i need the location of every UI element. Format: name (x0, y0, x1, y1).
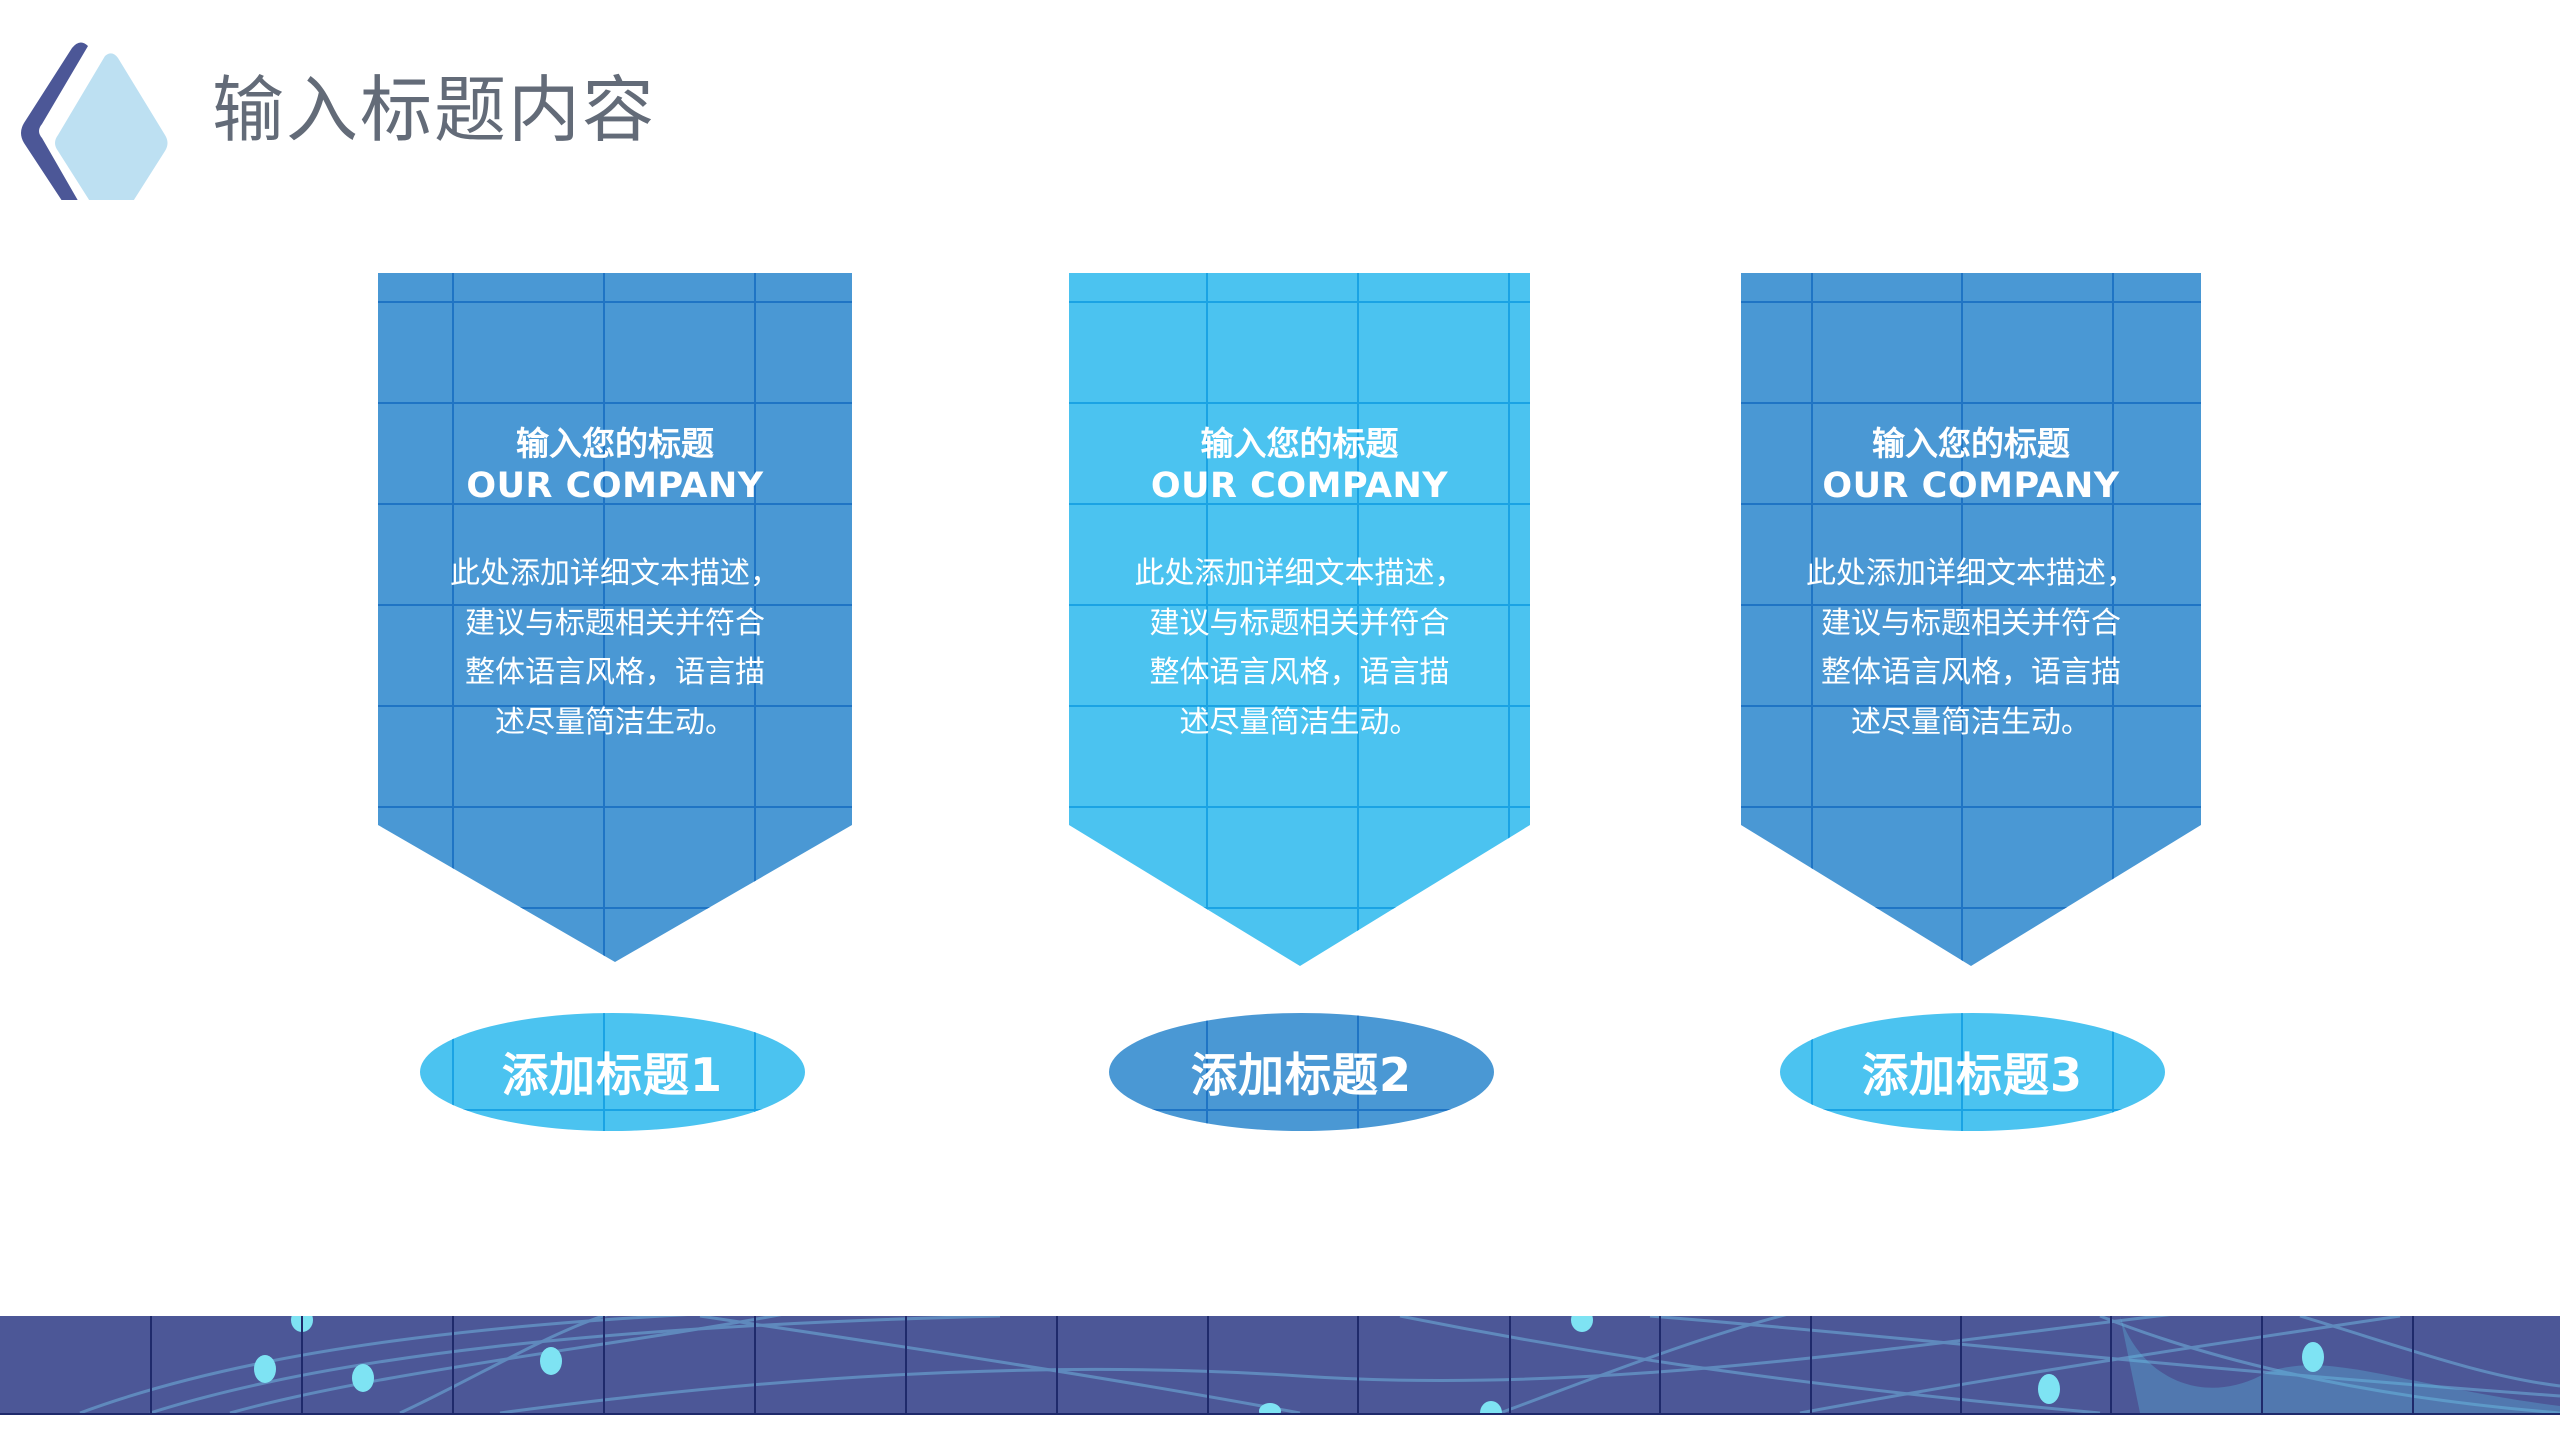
card-1-body-line: 述尽量简洁生动。 (495, 704, 735, 740)
card-3-body-line: 整体语言风格，语言描 (1821, 655, 2121, 690)
pill-label-2: 添加标题2 (1190, 1048, 1412, 1102)
pill-title-2[interactable]: 添加标题2 (1109, 1013, 1494, 1131)
card-3: 输入您的标题 OUR COMPANY 此处添加详细文本描述， 建议与标题相关并符… (1741, 273, 2201, 967)
pill-grid (1780, 1013, 2165, 1131)
pill-grid (420, 1013, 805, 1131)
card-1-subheading: OUR COMPANY (466, 466, 764, 506)
network-decoration-icon (79, 1316, 2560, 1413)
card-1-body-line: 建议与标题相关并符合 (465, 605, 765, 641)
pill-grid (1109, 1013, 1494, 1131)
card-1-shape (378, 273, 852, 962)
card-2-subheading: OUR COMPANY (1150, 466, 1449, 506)
card-2-body-line: 建议与标题相关并符合 (1149, 605, 1450, 641)
card-3-subheading: OUR COMPANY (1822, 466, 2120, 506)
card-3-body-line: 建议与标题相关并符合 (1821, 605, 2121, 641)
pill-label-3: 添加标题3 (1861, 1048, 2083, 1102)
pill-title-3[interactable]: 添加标题3 (1780, 1013, 2165, 1131)
pill-title-1[interactable]: 添加标题1 (420, 1013, 805, 1131)
footer-band (0, 1316, 2560, 1415)
card-3-body-line: 此处添加详细文本描述， (1806, 556, 2136, 591)
card-1-body: 此处添加详细文本描述， 建议与标题相关并符合 整体语言风格，语言描 述尽量简洁生… (378, 549, 852, 747)
card-2-shape (1069, 273, 1530, 966)
card-2: 输入您的标题 OUR COMPANY 此处添加详细文本描述， 建议与标题相关并符… (1069, 273, 1530, 967)
card-3-body-line: 述尽量简洁生动。 (1851, 704, 2091, 740)
card-2-body-line: 此处添加详细文本描述， (1134, 556, 1465, 591)
card-1-body-line: 此处添加详细文本描述， (450, 556, 780, 591)
card-2-heading: 输入您的标题 (1200, 424, 1399, 463)
page-title: 输入标题内容 (212, 68, 657, 152)
card-1-heading: 输入您的标题 (516, 424, 714, 463)
card-1-body-line: 整体语言风格，语言描 (465, 655, 765, 690)
card-1: 输入您的标题 OUR COMPANY 此处添加详细文本描述， 建议与标题相关并符… (378, 273, 852, 963)
card-3-body: 此处添加详细文本描述， 建议与标题相关并符合 整体语言风格，语言描 述尽量简洁生… (1741, 549, 2201, 747)
card-2-body: 此处添加详细文本描述， 建议与标题相关并符合 整体语言风格，语言描 述尽量简洁生… (1069, 549, 1530, 747)
logo-diamond-icon (21, 42, 168, 200)
pill-label-1: 添加标题1 (501, 1048, 723, 1102)
card-3-shape (1741, 273, 2201, 966)
card-3-heading: 输入您的标题 (1872, 424, 2070, 463)
card-2-body-line: 整体语言风格，语言描 (1149, 655, 1450, 690)
card-2-body-line: 述尽量简洁生动。 (1179, 704, 1420, 740)
